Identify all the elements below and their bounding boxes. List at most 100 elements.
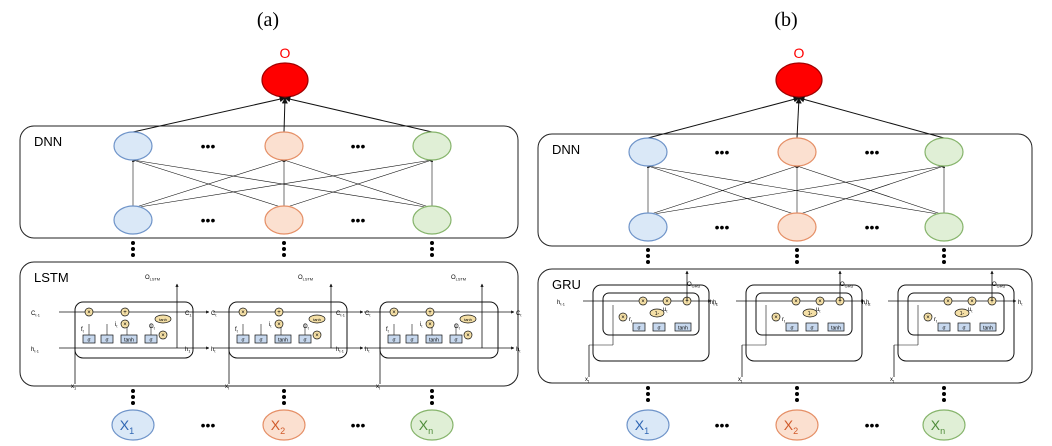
operator-node <box>425 307 435 317</box>
gate-box <box>425 334 443 344</box>
x-input-label: xt <box>376 384 381 391</box>
operator-node <box>618 312 628 322</box>
vertical-ellipsis-dot <box>646 392 650 396</box>
gate-box-label: σ <box>942 326 946 332</box>
gate-box-label: tanh <box>983 326 993 332</box>
vertical-ellipsis-dot <box>795 260 799 264</box>
vertical-ellipsis-dot <box>942 260 946 264</box>
output-label: O <box>280 45 291 61</box>
gru-outer-box <box>897 284 1015 362</box>
input-label: X2 <box>271 417 285 436</box>
operator-node <box>463 330 473 340</box>
tanh-label: tanh <box>313 317 321 322</box>
lstm-cell-box <box>74 301 194 359</box>
x-input-label: xt <box>585 377 590 384</box>
input-label: Xn <box>931 417 945 436</box>
horizontal-ellipsis: ••• <box>865 144 880 160</box>
gru-cell-box <box>755 292 853 336</box>
input-node <box>111 409 155 441</box>
rnn-output-label: OLSTM <box>451 275 466 282</box>
operator-symbol: × <box>315 333 319 339</box>
gate-box-label: σ <box>454 338 458 344</box>
vertical-ellipsis-dot <box>131 401 135 405</box>
vertical-ellipsis-dot <box>646 248 650 252</box>
operator-symbol: + <box>277 310 281 316</box>
horizontal-ellipsis: ••• <box>201 138 216 154</box>
operator-node <box>662 296 672 306</box>
hidden-out-label: ht <box>866 300 871 307</box>
output-connection <box>647 96 800 139</box>
hidden-out-label: ht <box>1018 300 1023 307</box>
horizontal-ellipsis: ••• <box>865 219 880 235</box>
vertical-ellipsis-dot <box>795 254 799 258</box>
vertical-ellipsis-dot <box>430 401 434 405</box>
gate-box-label: tanh <box>429 338 439 344</box>
rnn-label: LSTM <box>34 270 69 285</box>
operator-symbol: × <box>241 310 245 316</box>
cell-in-label: Ct-1 <box>31 311 40 318</box>
gate-label: Ot <box>149 324 156 331</box>
gate-label: rt <box>629 317 633 324</box>
one-minus-node <box>954 308 970 318</box>
dnn-bottom-node <box>264 205 304 235</box>
gate-box-label: σ <box>657 326 661 332</box>
horizontal-ellipsis: ••• <box>715 417 730 433</box>
gate-box-label: tanh <box>831 326 841 332</box>
gate-box <box>957 322 971 332</box>
vertical-ellipsis-dot <box>282 253 286 257</box>
rnn-output-label: OLSTM <box>145 275 160 282</box>
gate-box-label: σ <box>962 326 966 332</box>
gate-box-label: tanh <box>278 338 288 344</box>
gate-box <box>674 322 692 332</box>
dnn-top-node <box>113 131 153 161</box>
vertical-ellipsis-dot <box>131 241 135 245</box>
vertical-ellipsis-dot <box>942 398 946 402</box>
vertical-ellipsis-dot <box>795 248 799 252</box>
horizontal-ellipsis: ••• <box>351 212 366 228</box>
input-label: X1 <box>120 417 134 436</box>
gate-box-label: σ <box>149 338 153 344</box>
dnn-connection <box>796 165 945 216</box>
rnn-output-label: OGRU <box>840 282 854 289</box>
gate-box-label: σ <box>259 338 263 344</box>
hidden-in-label: ht-1 <box>557 300 565 307</box>
horizontal-ellipsis: ••• <box>351 138 366 154</box>
dnn-bottom-node <box>412 205 452 235</box>
hidden-out-label: ht <box>365 347 370 354</box>
rnn-output-label: OGRU <box>992 282 1006 289</box>
dnn-connection <box>132 159 285 209</box>
operator-symbol: + <box>685 299 689 305</box>
rnn-box <box>19 261 519 387</box>
dnn-connection <box>132 159 433 209</box>
panel-label: (a) <box>257 9 279 31</box>
operator-symbol: × <box>123 322 127 328</box>
operator-symbol: + <box>990 299 994 305</box>
output-connection <box>281 97 288 133</box>
panel-label: (b) <box>774 9 797 31</box>
gate-label: ut <box>663 307 668 314</box>
operator-symbol: × <box>621 315 625 321</box>
dnn-box <box>19 125 519 239</box>
tanh-node <box>154 314 172 324</box>
horizontal-ellipsis: ••• <box>865 417 880 433</box>
dnn-bottom-node <box>777 212 817 242</box>
hidden-in-label: ht-1 <box>862 300 870 307</box>
dnn-label: DNN <box>552 142 580 157</box>
vertical-ellipsis-dot <box>942 254 946 258</box>
gate-label: it <box>420 322 423 329</box>
operator-node <box>943 296 953 306</box>
cell-out-label: Ct <box>211 311 217 318</box>
operator-symbol: + <box>428 310 432 316</box>
x-input-label: xt <box>738 377 743 384</box>
vertical-ellipsis-dot <box>282 247 286 251</box>
gate-box-label: σ <box>87 338 91 344</box>
gate-box-label: σ <box>810 326 814 332</box>
gate-box-label: σ <box>105 338 109 344</box>
output-node <box>775 62 823 98</box>
gate-label: Ot <box>303 324 310 331</box>
vertical-ellipsis-dot <box>430 253 434 257</box>
